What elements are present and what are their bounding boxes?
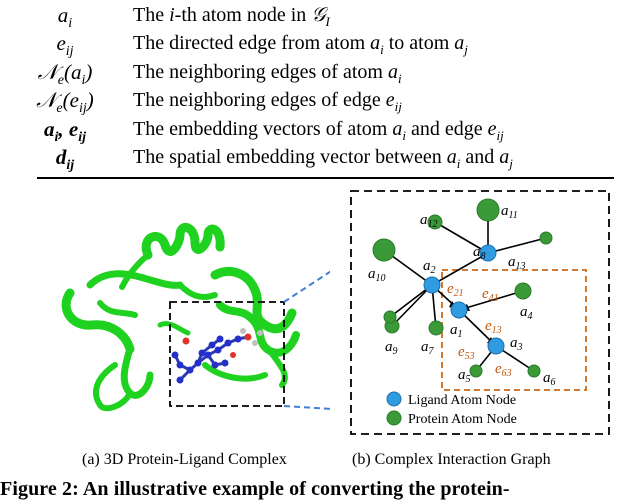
- table-rule: [37, 177, 614, 179]
- notation-description: The neighboring edges of atom ai: [133, 61, 402, 86]
- notation-description: The embedding vectors of atom ai and edg…: [133, 118, 504, 143]
- svg-text:a4: a4: [520, 304, 533, 322]
- svg-text:a7: a7: [421, 339, 435, 357]
- ligand-node-a8: [479, 244, 497, 262]
- svg-text:e13: e13: [485, 318, 502, 336]
- protein-node-a13: [539, 231, 553, 245]
- protein-node-a11: [476, 198, 500, 222]
- notation-description: The i-th atom node in 𝒢I: [133, 4, 330, 29]
- protein-node-a12: [427, 214, 443, 230]
- notation-symbol: 𝒩e(ai): [37, 60, 93, 89]
- notation-row: eij The directed edge from atom ai to at…: [0, 30, 640, 59]
- svg-text:a6: a6: [543, 370, 556, 388]
- notation-symbol: 𝒩e(eij): [36, 88, 94, 117]
- notation-description: The neighboring edges of edge eij: [133, 89, 402, 114]
- svg-text:e63: e63: [495, 361, 512, 379]
- notation-description: The spatial embedding vector between ai …: [133, 146, 513, 171]
- ligand-node-a1: [450, 301, 468, 319]
- notation-symbol: dij: [55, 145, 75, 174]
- graph-legend: Ligand Atom Node Protein Atom Node: [386, 391, 517, 427]
- svg-text:a11: a11: [501, 203, 518, 221]
- protein-ligand-illustration: [61, 223, 330, 412]
- legend-protein-label: Protein Atom Node: [408, 412, 517, 427]
- notation-description: The directed edge from atom ai to atom a…: [133, 32, 468, 57]
- notation-row: 𝒩e(eij) The neighboring edges of edge ei…: [0, 87, 640, 116]
- legend-ligand-marker: [386, 391, 402, 407]
- protein-node-a9b: [383, 310, 397, 324]
- svg-text:a3: a3: [510, 335, 523, 353]
- legend-protein-marker: [386, 410, 402, 426]
- notation-row: ai, eij The embedding vectors of atom ai…: [0, 116, 640, 145]
- svg-text:e53: e53: [458, 344, 475, 362]
- protein-node-a10: [372, 238, 396, 262]
- protein-node-a4: [514, 282, 532, 300]
- notation-symbol: ai: [57, 3, 73, 32]
- svg-text:a13: a13: [508, 254, 526, 272]
- notation-row: 𝒩e(ai) The neighboring edges of atom ai: [0, 59, 640, 88]
- notation-symbol: eij: [56, 31, 74, 60]
- protein-node-a5: [469, 364, 483, 378]
- ligand-node-a2: [423, 276, 441, 294]
- notation-row: dij The spatial embedding vector between…: [0, 144, 640, 173]
- legend-ligand-label: Ligand Atom Node: [408, 393, 516, 408]
- svg-text:e21: e21: [447, 281, 464, 299]
- svg-text:a5: a5: [458, 367, 471, 385]
- svg-text:a1: a1: [450, 322, 463, 340]
- graph-frame: [350, 190, 610, 435]
- notation-row: ai The i-th atom node in 𝒢I: [0, 2, 640, 31]
- svg-text:a9: a9: [385, 339, 398, 357]
- protein-node-a7: [428, 320, 444, 336]
- svg-text:a2: a2: [423, 258, 436, 276]
- svg-text:e41: e41: [482, 286, 499, 304]
- notation-symbol: ai, eij: [44, 117, 86, 146]
- figure-caption: Figure 2: An illustrative example of con…: [0, 478, 510, 500]
- protein-node-a6: [527, 364, 541, 378]
- ligand-subgraph-box: [441, 269, 587, 391]
- svg-text:a10: a10: [368, 266, 386, 284]
- panel-b-caption: (b) Complex Interaction Graph: [352, 451, 551, 468]
- panel-a-caption: (a) 3D Protein-Ligand Complex: [82, 451, 287, 468]
- interaction-graph: a10 a2 a1 a3 a4 a5 a6 a7 a8 a9 a11 a12 a…: [350, 190, 610, 435]
- ligand-node-a3: [487, 337, 505, 355]
